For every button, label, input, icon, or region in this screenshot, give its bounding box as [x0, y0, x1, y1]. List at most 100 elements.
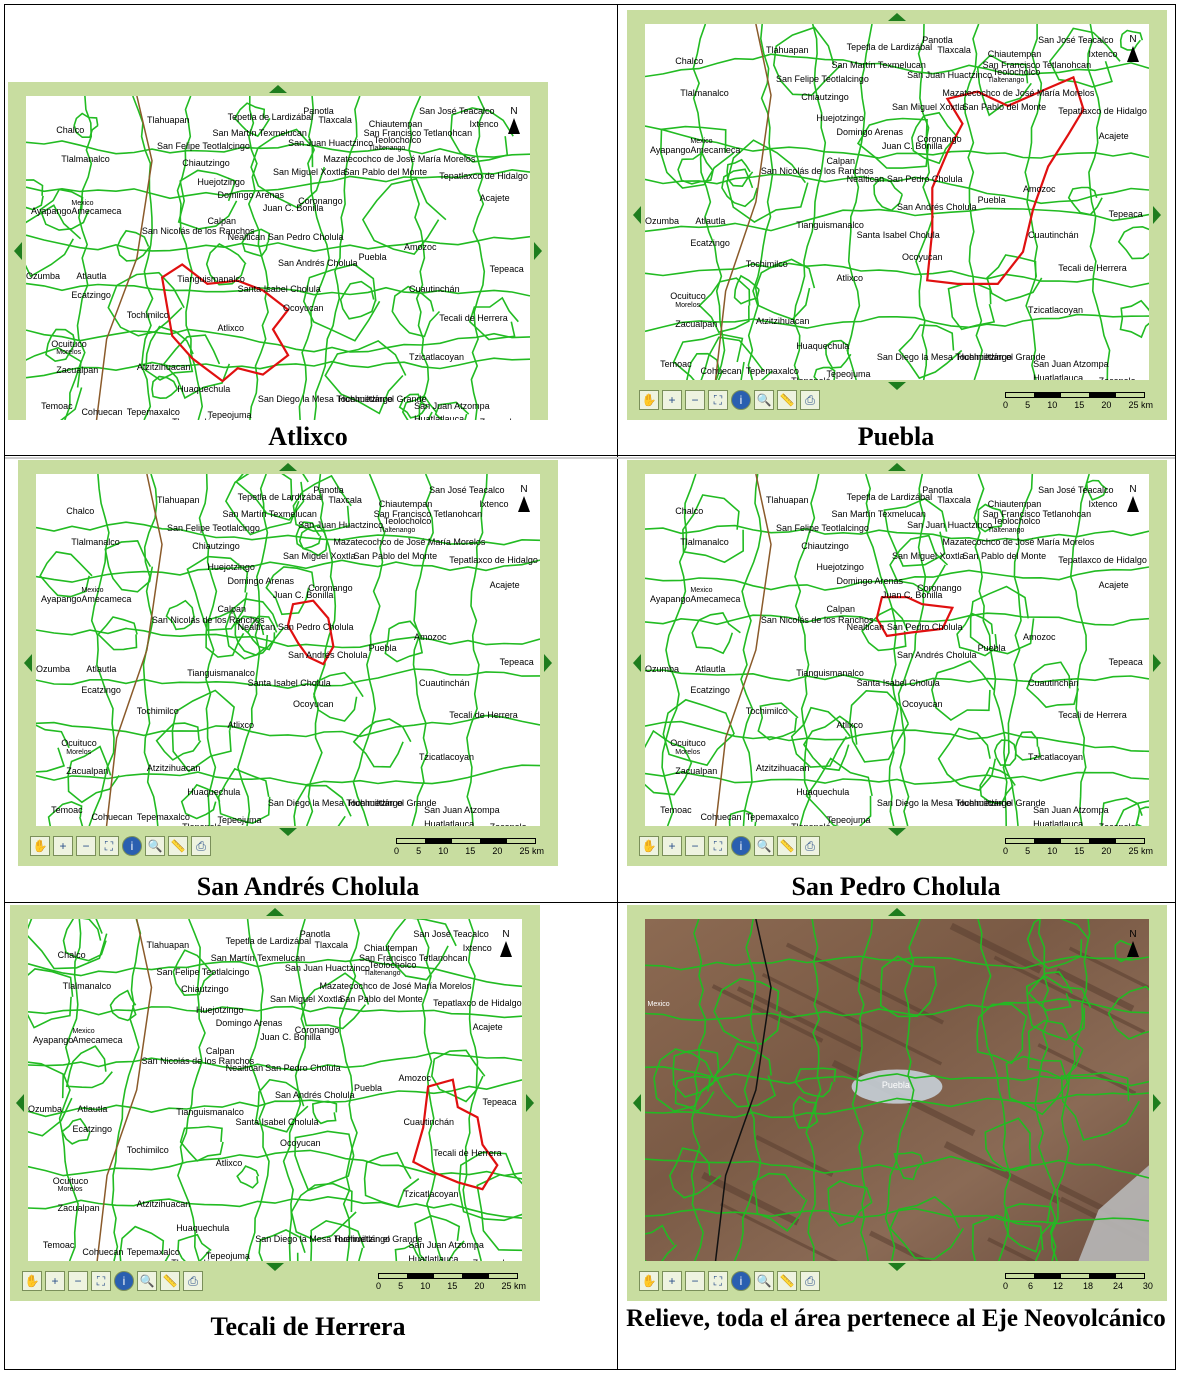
pan-east-arrow[interactable]: [534, 242, 542, 260]
measure-icon[interactable]: 📏: [160, 1271, 180, 1291]
pan-east-arrow[interactable]: [526, 1094, 534, 1112]
relief-ridge: [1037, 1043, 1137, 1095]
zoom-extent-icon[interactable]: ⛶: [708, 1271, 728, 1291]
scale-tick: 6: [1027, 1281, 1033, 1291]
map-label-cuautinchan: Cuautinchán: [403, 1117, 454, 1128]
zoom-out-icon[interactable]: −: [685, 1271, 705, 1291]
pan-north-arrow[interactable]: [888, 13, 906, 21]
map-label-coronango: Coronango: [917, 134, 962, 145]
map-label-tepeaca: Tepeaca: [482, 1096, 517, 1107]
scale-tick: 15: [447, 1281, 458, 1291]
measure-icon[interactable]: 📏: [777, 1271, 797, 1291]
zoom-in-icon[interactable]: +: [53, 836, 73, 856]
map-label-sacholula: San Andrés Cholula: [897, 202, 977, 212]
pan-icon[interactable]: ✋: [639, 1271, 659, 1291]
pan-west-arrow[interactable]: [633, 206, 641, 224]
pan-east-arrow[interactable]: [544, 654, 552, 672]
pan-south-arrow[interactable]: [279, 828, 297, 836]
find-icon[interactable]: 🔍: [145, 836, 165, 856]
print-icon[interactable]: ⎙: [183, 1271, 203, 1291]
find-icon[interactable]: 🔍: [754, 1271, 774, 1291]
zoom-out-icon[interactable]: −: [685, 390, 705, 410]
pan-east-arrow[interactable]: [1153, 654, 1161, 672]
pan-north-arrow[interactable]: [266, 908, 284, 916]
find-icon[interactable]: 🔍: [754, 390, 774, 410]
zoom-out-icon[interactable]: −: [76, 836, 96, 856]
print-icon[interactable]: ⎙: [191, 836, 211, 856]
pan-south-arrow[interactable]: [888, 382, 906, 390]
zoom-extent-icon[interactable]: ⛶: [99, 836, 119, 856]
municipal-border: [851, 919, 874, 1261]
municipal-border: [67, 745, 120, 804]
info-icon[interactable]: i: [731, 836, 751, 856]
map-label-puebla: Puebla: [354, 1083, 383, 1094]
zoom-out-icon[interactable]: −: [68, 1271, 88, 1291]
pan-south-arrow[interactable]: [888, 828, 906, 836]
find-icon[interactable]: 🔍: [754, 836, 774, 856]
pan-west-arrow[interactable]: [16, 1094, 24, 1112]
info-icon[interactable]: i: [114, 1271, 134, 1291]
map-label-tlalmanalco: Tlalmanalco: [71, 537, 120, 548]
measure-icon[interactable]: 📏: [168, 836, 188, 856]
pan-icon[interactable]: ✋: [639, 836, 659, 856]
scale-tick: 25 km: [501, 1281, 526, 1291]
map-toolbar: ✋+−⛶i🔍📏⎙: [639, 836, 820, 858]
measure-icon[interactable]: 📏: [777, 836, 797, 856]
print-icon[interactable]: ⎙: [800, 1271, 820, 1291]
municipal-border: [645, 1155, 1149, 1179]
pan-east-arrow[interactable]: [1153, 1094, 1161, 1112]
pan-west-arrow[interactable]: [14, 242, 22, 260]
map-label-bonilla: Juan C. Bonilla: [260, 1031, 321, 1042]
municipal-border: [28, 1079, 522, 1118]
pan-icon[interactable]: ✋: [30, 836, 50, 856]
pan-east-arrow[interactable]: [1153, 206, 1161, 224]
pan-west-arrow[interactable]: [633, 654, 641, 672]
zoom-in-icon[interactable]: +: [662, 1271, 682, 1291]
pan-north-arrow[interactable]: [888, 463, 906, 471]
pan-west-arrow[interactable]: [633, 1094, 641, 1112]
pan-icon[interactable]: ✋: [22, 1271, 42, 1291]
map-label-tzicatlacoyan: Tzicatlacoyan: [403, 1189, 459, 1200]
pan-north-arrow[interactable]: [269, 85, 287, 93]
pan-north-arrow[interactable]: [279, 463, 297, 471]
pan-west-arrow[interactable]: [24, 654, 32, 672]
pan-south-arrow[interactable]: [266, 1263, 284, 1271]
map-label-zacapala: Zacapala: [480, 417, 517, 420]
zoom-extent-icon[interactable]: ⛶: [91, 1271, 111, 1291]
zoom-in-icon[interactable]: +: [662, 390, 682, 410]
municipal-border: [645, 771, 1149, 785]
map-label-ozumba: Ozumba: [645, 216, 680, 227]
scale-tick: 5: [416, 846, 422, 856]
find-icon[interactable]: 🔍: [137, 1271, 157, 1291]
pan-south-arrow[interactable]: [888, 1263, 906, 1271]
municipal-border: [430, 1049, 486, 1103]
zoom-extent-icon[interactable]: ⛶: [708, 836, 728, 856]
north-label: N: [1129, 929, 1137, 940]
north-arrow-icon: N: [500, 929, 512, 957]
zoom-out-icon[interactable]: −: [685, 836, 705, 856]
info-icon[interactable]: i: [731, 390, 751, 410]
zoom-in-icon[interactable]: +: [662, 836, 682, 856]
print-icon[interactable]: ⎙: [800, 390, 820, 410]
pan-north-arrow[interactable]: [888, 908, 906, 916]
print-icon[interactable]: ⎙: [800, 836, 820, 856]
map-label-huehuetlan: Huehuetlán el Grande: [334, 1233, 423, 1244]
measure-icon[interactable]: 📏: [777, 390, 797, 410]
info-icon[interactable]: i: [731, 1271, 751, 1291]
pan-icon[interactable]: ✋: [639, 390, 659, 410]
info-icon[interactable]: i: [122, 836, 142, 856]
zoom-extent-icon[interactable]: ⛶: [708, 390, 728, 410]
zoom-in-icon[interactable]: +: [45, 1271, 65, 1291]
